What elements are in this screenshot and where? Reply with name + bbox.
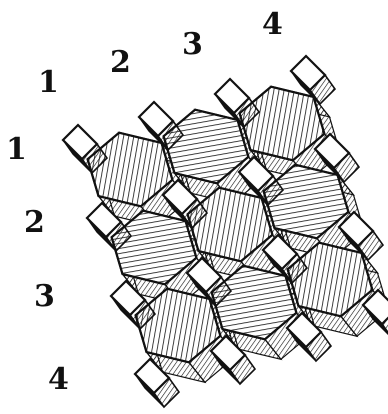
column-label-2: 2: [110, 48, 131, 78]
row-label-4: 4: [48, 365, 69, 395]
column-label-1: 1: [38, 68, 59, 98]
row-label-1: 1: [6, 135, 27, 165]
column-label-3: 3: [182, 30, 203, 60]
row-label-3: 3: [34, 282, 55, 312]
row-label-2: 2: [24, 208, 45, 238]
column-label-4: 4: [262, 10, 283, 40]
